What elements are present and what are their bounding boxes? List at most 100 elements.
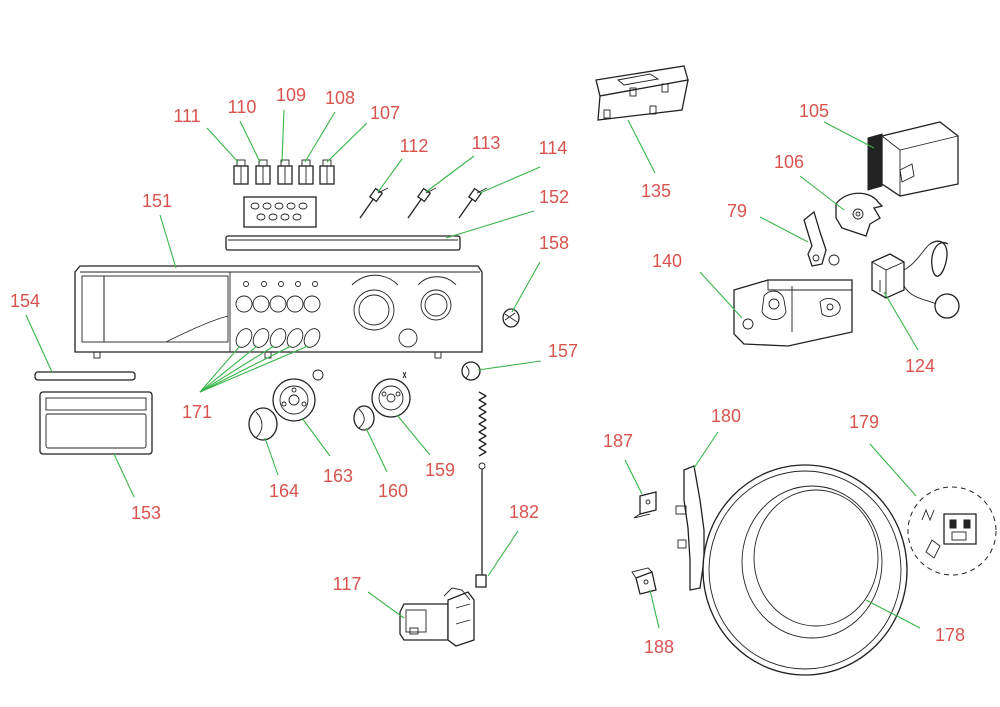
- callout-188: 188: [644, 637, 674, 657]
- leader-113: [425, 155, 475, 193]
- leader-163: [301, 417, 331, 457]
- part-detail-179: [907, 486, 997, 576]
- part-pulley-163: [272, 369, 324, 422]
- leader-79: [759, 216, 809, 243]
- leader-107: [326, 122, 368, 163]
- leader-105: [823, 121, 875, 149]
- callout-171: 171: [182, 402, 212, 422]
- callout-163: 163: [323, 466, 353, 486]
- callout-111: 111: [173, 106, 200, 126]
- callout-160: 160: [378, 481, 408, 501]
- part-knob-160: [353, 405, 375, 431]
- leader-114: [479, 166, 541, 194]
- part-connector-108: [298, 159, 314, 185]
- part-bracket-135: [595, 65, 689, 121]
- callout-labels: 111 110 109 108 107 112 113 114 151 152 …: [10, 85, 965, 657]
- part-wire-114: [458, 187, 488, 219]
- part-connector-107: [319, 159, 335, 185]
- leader-171c: [199, 345, 275, 393]
- callout-154: 154: [10, 291, 40, 311]
- part-knob-157: [461, 361, 481, 381]
- callout-107: 107: [370, 103, 400, 123]
- leader-109: [281, 109, 285, 163]
- leader-164: [264, 437, 279, 476]
- callout-113: 113: [472, 133, 501, 153]
- leader-187: [624, 459, 643, 495]
- leader-111: [206, 127, 239, 163]
- leader-140: [699, 271, 743, 319]
- callout-117: 117: [333, 574, 362, 594]
- callout-152: 152: [539, 187, 569, 207]
- part-pulley-159: [371, 371, 411, 418]
- callout-79: 79: [727, 201, 747, 221]
- part-clip-187: [633, 491, 657, 519]
- part-spring-rod-182: [475, 391, 487, 588]
- callout-159: 159: [425, 460, 455, 480]
- leader-152: [445, 210, 535, 239]
- callout-135: 135: [641, 181, 671, 201]
- part-lever-79: [803, 210, 840, 267]
- part-strip-154: [34, 371, 136, 381]
- part-control-panel-151: [74, 265, 483, 359]
- callout-112: 112: [400, 136, 429, 156]
- callout-180: 180: [711, 406, 741, 426]
- callout-114: 114: [539, 138, 568, 158]
- leader-178: [865, 599, 921, 629]
- callout-151: 151: [142, 191, 172, 211]
- callout-178: 178: [935, 625, 965, 645]
- leader-171e: [199, 345, 309, 393]
- callout-187: 187: [603, 431, 633, 451]
- callout-108: 108: [325, 88, 355, 108]
- callout-157: 157: [548, 341, 578, 361]
- part-clip-188: [631, 567, 657, 595]
- leader-154: [25, 314, 53, 373]
- callout-140: 140: [652, 251, 682, 271]
- callout-164: 164: [269, 481, 299, 501]
- leader-180: [693, 431, 719, 469]
- callout-153: 153: [131, 503, 161, 523]
- callout-106: 106: [774, 152, 804, 172]
- part-door-ring-178: [702, 464, 908, 676]
- callout-158: 158: [539, 233, 569, 253]
- leader-117: [367, 591, 405, 619]
- callout-179: 179: [849, 412, 879, 432]
- leader-112: [377, 158, 403, 193]
- leader-159: [396, 414, 431, 456]
- part-door-lock-117: [399, 587, 475, 647]
- part-hinge-180: [675, 465, 705, 591]
- part-drawer-153: [39, 391, 153, 455]
- leader-171a: [199, 345, 241, 393]
- part-motor-105: [867, 121, 959, 197]
- leader-106: [799, 175, 845, 211]
- leader-158: [511, 261, 541, 313]
- leader-171d: [199, 345, 292, 393]
- part-knob-158: [502, 308, 520, 328]
- leader-124: [883, 291, 919, 351]
- leader-182: [487, 530, 519, 577]
- part-cam-106: [835, 192, 884, 237]
- leader-157: [477, 360, 542, 371]
- part-mount-plate-140: [733, 279, 853, 347]
- leader-lines: [25, 109, 921, 629]
- part-connector-110: [255, 159, 271, 185]
- leader-171b: [199, 345, 258, 393]
- leader-160: [365, 427, 388, 473]
- callout-182: 182: [509, 502, 539, 522]
- leader-153: [113, 453, 135, 498]
- part-connector-109: [277, 159, 293, 185]
- callout-105: 105: [799, 101, 829, 121]
- leader-108: [304, 111, 336, 163]
- part-connector-plate: [243, 196, 317, 228]
- part-timer-124: [871, 240, 960, 319]
- part-connector-111: [233, 159, 249, 185]
- leader-179: [869, 443, 917, 497]
- callout-109: 109: [276, 85, 306, 105]
- part-strip-152: [225, 235, 461, 251]
- leader-188: [649, 589, 660, 629]
- part-knob-164: [248, 407, 278, 441]
- callout-124: 124: [905, 356, 935, 376]
- callout-110: 110: [228, 97, 257, 117]
- part-wire-113: [407, 187, 437, 219]
- leader-110: [239, 120, 261, 163]
